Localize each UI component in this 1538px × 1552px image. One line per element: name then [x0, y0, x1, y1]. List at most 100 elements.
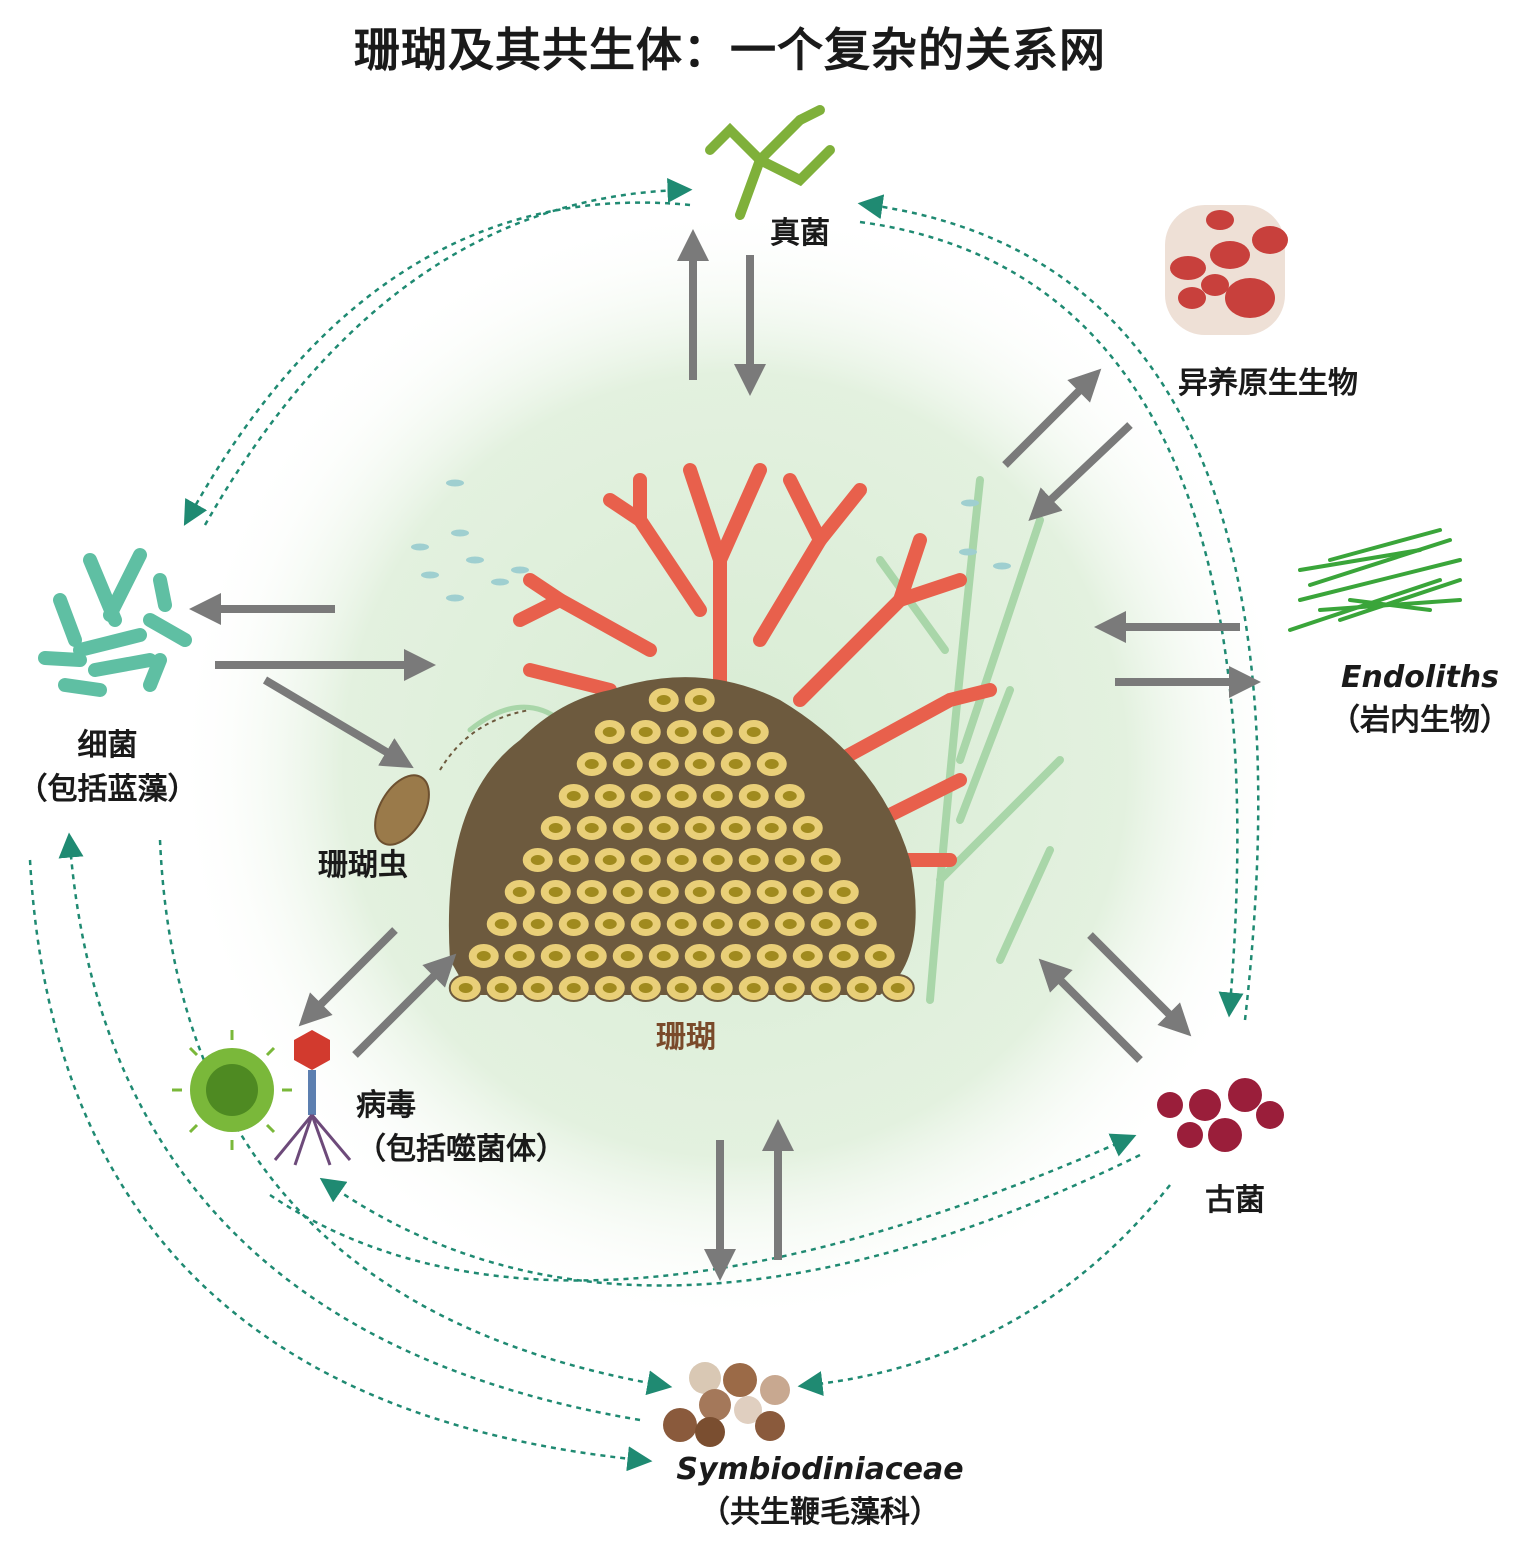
archaea-icon: [1157, 1078, 1284, 1152]
label-protists: 异养原生生物: [1178, 366, 1358, 401]
coral-polyp-mouth: [818, 855, 833, 865]
coral-polyp-mouth: [800, 823, 815, 833]
coral-polyp-mouth: [602, 855, 617, 865]
coral-polyp-mouth: [548, 887, 563, 897]
coral-polyp-mouth: [692, 951, 707, 961]
coral-polyp-mouth: [584, 823, 599, 833]
coral-polyp-mouth: [530, 983, 545, 993]
fish-icon: [411, 479, 1011, 602]
label-viruses-name: 病毒: [356, 1088, 416, 1123]
label-symbio-sub: （共生鞭毛藻科）: [700, 1495, 940, 1530]
coral-polyp-mouth: [548, 823, 563, 833]
coral-polyp-mouth: [692, 695, 707, 705]
dotted-arc-fungi-bacteria: [183, 201, 691, 526]
dotted-connections: [28, 177, 1260, 1472]
coral-polyp-mouth: [764, 759, 779, 769]
coral-polyp-mouth: [512, 951, 527, 961]
arrow-archaea-to-coral: [1038, 958, 1143, 1063]
coral-polyp-mouth: [638, 983, 653, 993]
coral-polyp-mouth: [674, 855, 689, 865]
label-endoliths-sub: （岩内生物）: [1330, 703, 1510, 738]
dotted-arc-bacteria-symbio-outer: [28, 859, 653, 1472]
coral-polyp-mouth: [656, 951, 671, 961]
phage-icon: [273, 1030, 352, 1166]
coral-polyp-mouth: [584, 887, 599, 897]
virus-icon: [172, 1030, 292, 1150]
coral-polyp-mouth: [584, 759, 599, 769]
coral-polyp-mouth: [566, 855, 581, 865]
coral-polyp-mouth: [656, 823, 671, 833]
label-viruses: 病毒 （包括噬菌体）: [356, 1080, 566, 1168]
coral-polyp-mouth: [782, 791, 797, 801]
label-symbio: Symbiodiniaceae （共生鞭毛藻科）: [650, 1452, 990, 1531]
coral-polyp-mouth: [692, 887, 707, 897]
label-bacteria-sub: （包括蓝藻）: [17, 772, 198, 807]
coral-polyp-mouth: [620, 759, 635, 769]
coral-polyp-mouth: [638, 791, 653, 801]
coral-polyp-mouth: [746, 791, 761, 801]
coral-polyp-mouth: [710, 983, 725, 993]
coral-polyp-mouth: [476, 951, 491, 961]
coral-polyp-mouth: [782, 983, 797, 993]
coral-polyp-mouth: [674, 727, 689, 737]
label-bacteria: 细菌 （包括蓝藻）: [0, 720, 215, 808]
arrow-bacteria-to-polyp: [262, 676, 414, 769]
arrow-coral-to-archaea: [1087, 932, 1192, 1037]
coral-polyp-mouth: [710, 855, 725, 865]
page-title: 珊瑚及其共生体：一个复杂的关系网: [354, 23, 1106, 77]
coral-polyp-mouth: [494, 983, 509, 993]
interaction-arrows: [189, 229, 1261, 1281]
arrow-virus-to-coral: [352, 953, 457, 1058]
coral-polyp-mouth: [710, 919, 725, 929]
coral-polyp-mouth: [818, 919, 833, 929]
coral-polyp-mouth: [728, 823, 743, 833]
label-coral: 珊瑚: [656, 1020, 716, 1055]
red-branching-coral: [513, 463, 997, 867]
label-endoliths: Endoliths （岩内生物）: [1310, 660, 1530, 739]
coral-polyp-mouth: [656, 887, 671, 897]
arrow-coral-to-virus: [298, 927, 398, 1027]
label-endoliths-name: Endoliths: [1340, 660, 1500, 695]
coral-polyp-mouth: [728, 887, 743, 897]
coral-polyp-mouth: [746, 919, 761, 929]
coral-polyp-mouth: [656, 759, 671, 769]
arrow-coral-to-protists: [1002, 368, 1102, 468]
coral-polyp-mouth: [746, 727, 761, 737]
coral-polyp-mouth: [494, 919, 509, 929]
coral-polyp-mouth: [512, 887, 527, 897]
protist-icon: [1165, 205, 1288, 335]
coral-polyp-mouth: [566, 919, 581, 929]
coral-polyp-mouth: [656, 695, 671, 705]
coral-polyp-mouth: [602, 983, 617, 993]
dotted-arc-archaea-virus: [319, 1153, 1141, 1287]
coral-polyp-mouth: [746, 983, 761, 993]
dotted-arc-virus-archaea: [269, 1133, 1137, 1282]
polyp-icon: [374, 774, 430, 846]
coral-polyp-mouth: [566, 791, 581, 801]
coral-colony-icon: [448, 677, 916, 1002]
bacteria-icon: [38, 548, 192, 697]
label-bacteria-name: 细菌: [77, 728, 138, 763]
coral-polyp-mouth: [620, 951, 635, 961]
coral-polyp-mouth: [620, 887, 635, 897]
coral-polyp-mouth: [638, 919, 653, 929]
coral-polyp-mouth: [782, 919, 797, 929]
coral-polyp-mouth: [674, 791, 689, 801]
coral-polyp-mouth: [602, 791, 617, 801]
coral-polyp-mouth: [566, 983, 581, 993]
label-archaea: 古菌: [1205, 1183, 1265, 1218]
coral-polyp-mouth: [854, 983, 869, 993]
coral-polyp-mouth: [890, 983, 905, 993]
coral-polyp-mouth: [854, 919, 869, 929]
arrow-protists-to-coral: [1028, 422, 1133, 521]
coral-polyp-mouth: [782, 855, 797, 865]
coral-polyp-mouth: [836, 887, 851, 897]
coral-polyp-mouth: [764, 951, 779, 961]
symbiodinium-icon: [663, 1362, 790, 1447]
coral-polyp-mouth: [674, 983, 689, 993]
endolith-icon: [1288, 528, 1462, 632]
coral-polyp-mouth: [710, 791, 725, 801]
coral-polyp-mouth: [602, 727, 617, 737]
coral-polyp-mouth: [638, 727, 653, 737]
